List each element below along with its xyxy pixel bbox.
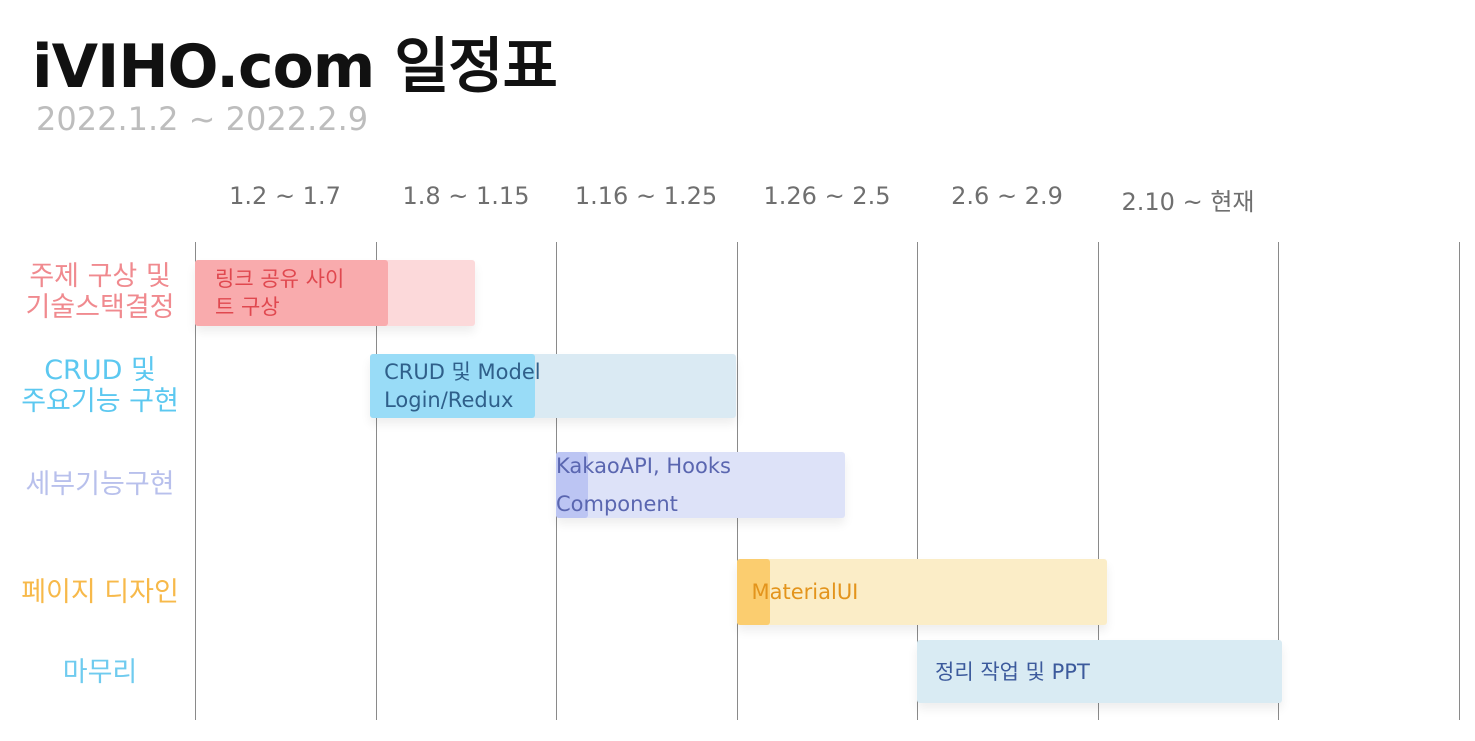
task-label: MaterialUI [751,580,859,604]
task-bar[interactable]: 링크 공유 사이 트 구상 [195,260,475,326]
task-progress-fill [370,354,535,418]
grid-line [1459,242,1460,720]
task-bar[interactable]: 정리 작업 및 PPT [917,640,1282,703]
row-label: 페이지 디자인 [21,576,179,608]
task-bar[interactable]: CRUD 및 Model Login/Redux [370,354,737,418]
task-label: CRUD 및 Model Login/Redux [384,360,541,412]
task-label: KakaoAPI, Hooks Component [556,454,731,516]
task-bar[interactable]: KakaoAPI, Hooks Component [556,452,845,518]
grid-line [1098,242,1099,720]
column-header: 1.26 ~ 2.5 [763,182,891,210]
grid-line [1278,242,1279,720]
row-label: 마무리 [62,656,138,688]
page-title: iVIHO.com 일정표 [32,32,558,102]
grid-line [195,242,196,720]
task-label: 정리 작업 및 PPT [935,659,1090,684]
task-bar[interactable]: MaterialUI [736,559,1107,625]
row-label: CRUD 및 주요기능 구현 [21,355,179,417]
grid-line [917,242,918,720]
task-label: 링크 공유 사이 트 구상 [215,267,345,319]
row-label: 주제 구상 및 기술스택결정 [25,261,175,323]
task-progress-fill [736,559,770,625]
row-label: 세부기능구현 [25,468,175,500]
task-progress-fill [195,260,389,326]
task-progress-fill [556,452,588,518]
column-header: 2.6 ~ 2.9 [951,182,1063,210]
column-header: 1.8 ~ 1.15 [402,182,530,210]
schedule-date-range: 2022.1.2 ~ 2022.2.9 [36,100,369,138]
column-header: 1.2 ~ 1.7 [229,182,341,210]
column-header: 1.16 ~ 1.25 [574,182,718,210]
grid-line [376,242,377,720]
column-header: 2.10 ~ 현재 [1121,188,1255,216]
